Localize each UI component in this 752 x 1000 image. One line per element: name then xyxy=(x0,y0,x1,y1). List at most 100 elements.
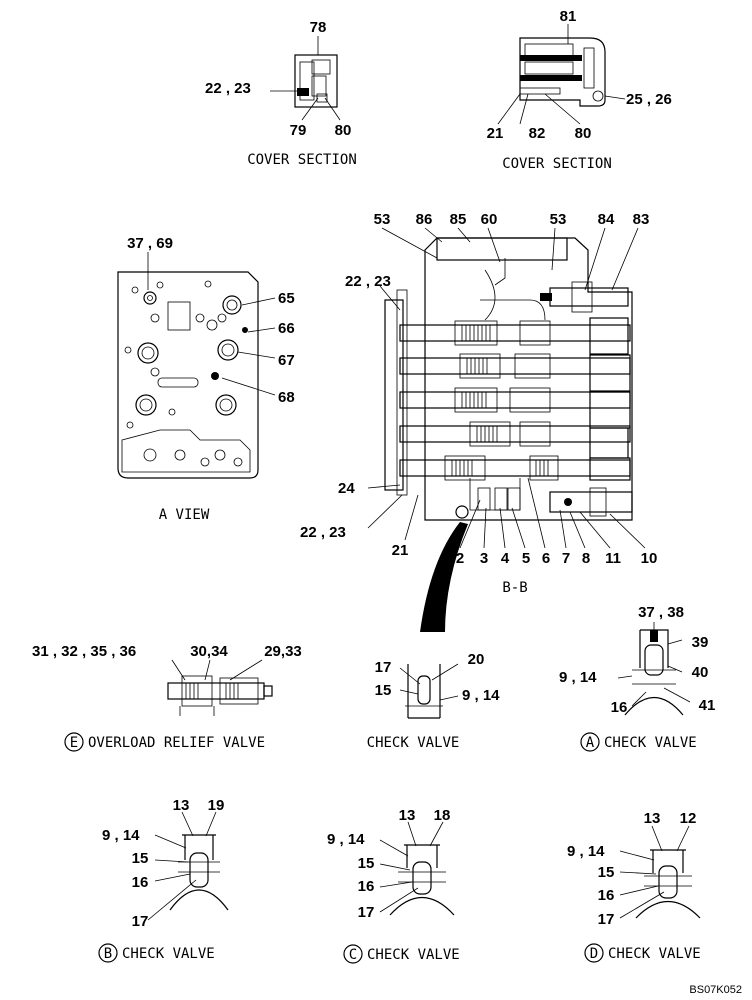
check-valve-d: 13 12 9 , 14 15 16 17 D CHECK VALVE xyxy=(567,810,701,963)
label-21: 21 xyxy=(487,125,504,142)
label-83: 83 xyxy=(633,211,650,228)
a-view-caption: A VIEW xyxy=(159,507,210,523)
label-16: 16 xyxy=(598,887,615,904)
label-2: 2 xyxy=(456,550,464,567)
cover-right-caption: COVER SECTION xyxy=(502,156,612,172)
check-a-letter: A xyxy=(586,735,595,751)
label-17: 17 xyxy=(132,913,149,930)
label-19: 19 xyxy=(208,797,225,814)
label-68: 68 xyxy=(278,389,295,406)
label-5: 5 xyxy=(522,550,530,567)
label-7: 7 xyxy=(562,550,570,567)
label-65: 65 xyxy=(278,290,295,307)
label-80: 80 xyxy=(575,125,592,142)
label-13: 13 xyxy=(399,807,416,824)
spool-5 xyxy=(399,455,631,481)
label-30-34: 30,34 xyxy=(190,643,228,660)
check-valve-a: 37 , 38 39 9 , 14 40 16 41 A CHECK VALVE xyxy=(559,604,716,752)
label-9-14: 9 , 14 xyxy=(462,687,500,704)
check-valve-b: 13 19 9 , 14 15 16 17 B CHECK VALVE xyxy=(98,797,229,963)
label-86: 86 xyxy=(416,211,433,228)
label-60: 60 xyxy=(481,211,498,228)
label-4: 4 xyxy=(501,550,510,567)
circle-letter-a xyxy=(580,732,600,752)
check-plain-caption: CHECK VALVE xyxy=(367,735,460,751)
label-16: 16 xyxy=(611,699,628,716)
label-17: 17 xyxy=(598,911,615,928)
label-20: 20 xyxy=(468,651,485,668)
label-81: 81 xyxy=(560,8,577,25)
label-39: 39 xyxy=(692,634,709,651)
label-78: 78 xyxy=(310,19,327,36)
check-b-letter: B xyxy=(104,946,112,962)
circle-letter-c xyxy=(343,944,363,964)
label-9-14: 9 , 14 xyxy=(327,831,365,848)
label-25-26: 25 , 26 xyxy=(626,91,672,108)
cover-section-right: 81 25 , 26 21 82 80 COVER SECTION xyxy=(487,8,672,172)
label-15: 15 xyxy=(358,855,375,872)
label-40: 40 xyxy=(692,664,709,681)
label-10: 10 xyxy=(641,550,658,567)
overload-letter: E xyxy=(70,735,78,751)
label-15: 15 xyxy=(598,864,615,881)
check-c-caption: CHECK VALVE xyxy=(367,947,460,963)
label-13: 13 xyxy=(173,797,190,814)
label-29-33: 29,33 xyxy=(264,643,302,660)
check-b-caption: CHECK VALVE xyxy=(122,946,215,962)
circle-letter-b xyxy=(98,943,118,963)
label-15: 15 xyxy=(132,850,149,867)
label-67: 67 xyxy=(278,352,295,369)
check-valve-c: 13 18 9 , 14 15 16 17 C CHECK VALVE xyxy=(327,807,460,964)
check-d-caption: CHECK VALVE xyxy=(608,946,701,962)
label-85: 85 xyxy=(450,211,467,228)
drawing-code: BS07K052 xyxy=(689,984,742,996)
label-3: 3 xyxy=(480,550,488,567)
label-6: 6 xyxy=(542,550,550,567)
check-d-letter: D xyxy=(590,946,598,962)
label-16: 16 xyxy=(132,874,149,891)
label-37-38: 37 , 38 xyxy=(638,604,684,621)
label-13: 13 xyxy=(644,810,661,827)
label-22-23-bottom: 22 , 23 xyxy=(300,524,346,541)
circle-letter-d xyxy=(584,943,604,963)
bb-section: 53 86 85 60 53 84 83 22 , 23 24 22 , 23 … xyxy=(300,211,657,632)
label-17: 17 xyxy=(375,659,392,676)
label-22-23-top: 22 , 23 xyxy=(345,273,391,290)
overload-caption: OVERLOAD RELIEF VALVE xyxy=(88,735,265,751)
cover-left-caption: COVER SECTION xyxy=(247,152,357,168)
label-24: 24 xyxy=(338,480,355,497)
label-15: 15 xyxy=(375,682,392,699)
bb-caption: B-B xyxy=(502,580,527,596)
label-66: 66 xyxy=(278,320,295,337)
label-9-14: 9 , 14 xyxy=(567,843,605,860)
spool-1 xyxy=(399,320,631,346)
label-8: 8 xyxy=(582,550,590,567)
spool-4 xyxy=(399,421,631,447)
label-9-14: 9 , 14 xyxy=(102,827,140,844)
label-16: 16 xyxy=(358,878,375,895)
label-37-69: 37 , 69 xyxy=(127,235,173,252)
label-53: 53 xyxy=(374,211,391,228)
label-22-23: 22 , 23 xyxy=(205,80,251,97)
label-11: 11 xyxy=(605,550,621,567)
label-21: 21 xyxy=(392,542,409,559)
a-view: 37 , 69 65 66 67 68 A VIEW xyxy=(117,235,295,523)
cover-section-left: 78 22 , 23 79 80 COVER SECTION xyxy=(205,19,357,168)
spool-2 xyxy=(399,353,631,379)
label-17: 17 xyxy=(358,904,375,921)
check-valve-plain: 17 20 15 9 , 14 CHECK VALVE xyxy=(367,651,501,751)
check-a-caption: CHECK VALVE xyxy=(604,735,697,751)
label-41: 41 xyxy=(699,697,716,714)
label-31-32-35-36: 31 , 32 , 35 , 36 xyxy=(32,643,136,660)
label-53-right: 53 xyxy=(550,211,567,228)
overload-relief-valve: 31 , 32 , 35 , 36 30,34 29,33 E OVERLOAD… xyxy=(32,643,302,752)
circle-letter-e xyxy=(64,732,84,752)
label-82: 82 xyxy=(529,125,546,142)
label-9-14: 9 , 14 xyxy=(559,669,597,686)
label-18: 18 xyxy=(434,807,451,824)
label-79: 79 xyxy=(290,122,307,139)
check-c-letter: C xyxy=(349,947,357,963)
label-80: 80 xyxy=(335,122,352,139)
